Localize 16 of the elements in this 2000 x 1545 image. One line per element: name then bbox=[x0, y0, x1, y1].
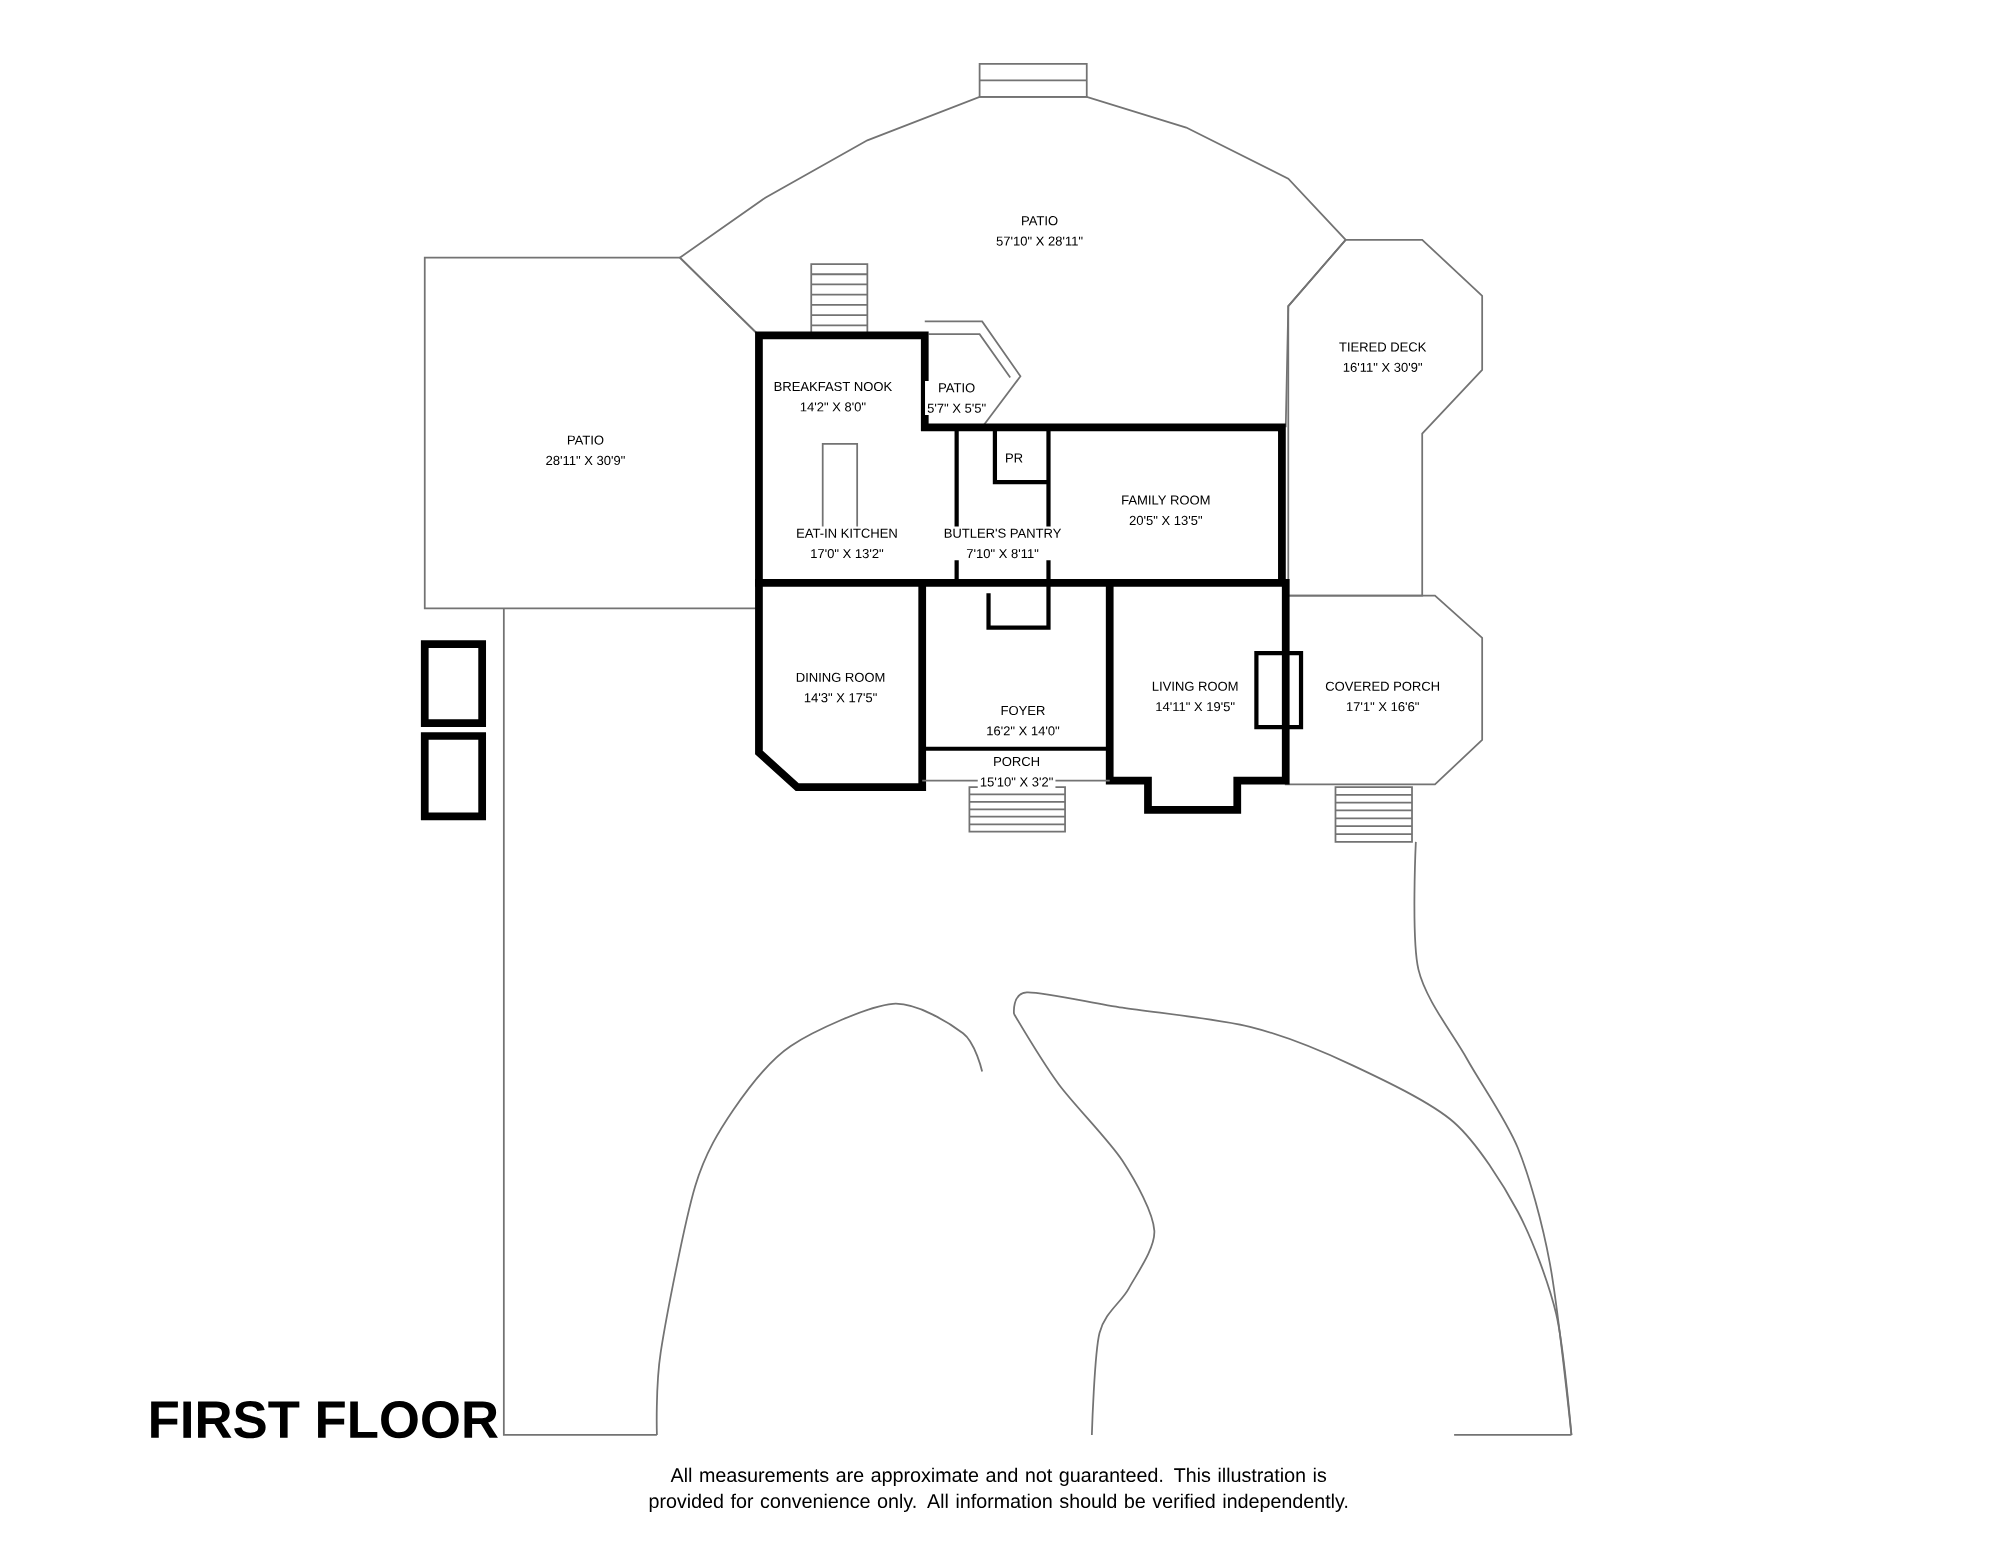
room-label: BREAKFAST NOOK 14'2" X 8'0" bbox=[771, 379, 895, 414]
title: FIRST FLOOR bbox=[151, 1401, 498, 1439]
room-label: EAT-IN KITCHEN 17'0" X 13'2" bbox=[794, 526, 900, 561]
room-label: FAMILY ROOM 20'5" X 13'5" bbox=[1119, 493, 1213, 528]
room-label: PATIO 28'11" X 30'9" bbox=[543, 433, 628, 468]
room-label: FOYER 16'2" X 14'0" bbox=[984, 703, 1062, 738]
room-label: TIERED DECK 16'11" X 30'9" bbox=[1336, 340, 1429, 375]
room-label: PATIO 57'10" X 28'11" bbox=[993, 214, 1086, 248]
room-label: BUTLER'S PANTRY 7'10" X 8'11" bbox=[941, 526, 1064, 561]
room-label: PR bbox=[1002, 451, 1026, 465]
room-label: PATIO 5'7" X 5'5" bbox=[925, 381, 989, 416]
room-label: LIVING ROOM 14'11" X 19'5" bbox=[1149, 679, 1241, 714]
room-label: PORCH 15'10" X 3'2" bbox=[977, 754, 1056, 789]
room-label: DINING ROOM 14'3" X 17'5" bbox=[793, 670, 888, 705]
caption: All measurements are approximate and not guaranteed. This illustration is provided for convenience only. All information should be verified independently. bbox=[649, 1467, 1348, 1513]
room-label: COVERED PORCH 17'1" X 16'6" bbox=[1323, 679, 1443, 714]
